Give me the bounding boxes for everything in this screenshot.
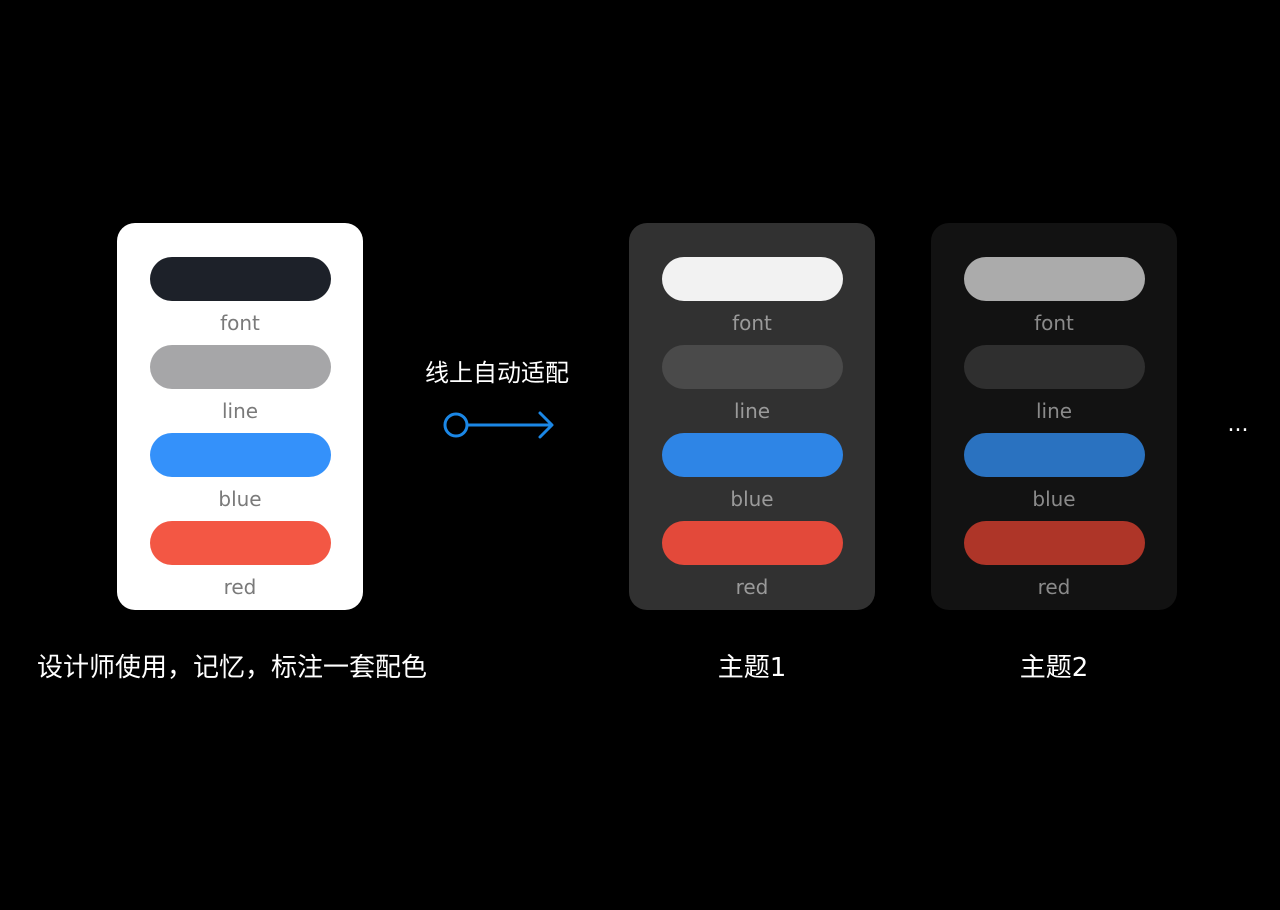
arrow-head — [538, 411, 554, 439]
swatch-label-line: line — [733, 399, 771, 423]
swatch-red — [150, 521, 331, 565]
arrow-start-circle — [443, 412, 469, 438]
swatch-font — [150, 257, 331, 301]
more-themes-ellipsis: ... — [1227, 412, 1249, 437]
swatch-red — [964, 521, 1145, 565]
swatch-label-red: red — [1037, 575, 1071, 599]
theme-1-card: font line blue red — [629, 223, 875, 610]
base-palette-card: font line blue red — [117, 223, 363, 610]
swatch-font — [662, 257, 843, 301]
theme-2-card: font line blue red — [931, 223, 1177, 610]
swatch-font — [964, 257, 1145, 301]
swatch-blue — [964, 433, 1145, 477]
swatch-line — [964, 345, 1145, 389]
theme-1-caption: 主题1 — [717, 653, 787, 683]
swatch-label-blue: blue — [218, 487, 262, 511]
swatch-blue — [150, 433, 331, 477]
swatch-label-font: font — [1034, 311, 1074, 335]
swatch-label-red: red — [223, 575, 257, 599]
swatch-label-line: line — [1035, 399, 1073, 423]
swatch-blue — [662, 433, 843, 477]
swatch-label-blue: blue — [730, 487, 774, 511]
swatch-line — [662, 345, 843, 389]
base-palette-caption: 设计师使用，记忆，标注一套配色 — [37, 653, 428, 683]
swatch-line — [150, 345, 331, 389]
swatch-label-line: line — [221, 399, 259, 423]
swatch-label-font: font — [732, 311, 772, 335]
arrow-right-icon — [443, 411, 554, 439]
swatch-label-font: font — [220, 311, 260, 335]
swatch-label-blue: blue — [1032, 487, 1076, 511]
swatch-red — [662, 521, 843, 565]
swatch-label-red: red — [735, 575, 769, 599]
auto-adapt-label: 线上自动适配 — [425, 359, 569, 387]
theme-2-caption: 主题2 — [1019, 653, 1089, 683]
